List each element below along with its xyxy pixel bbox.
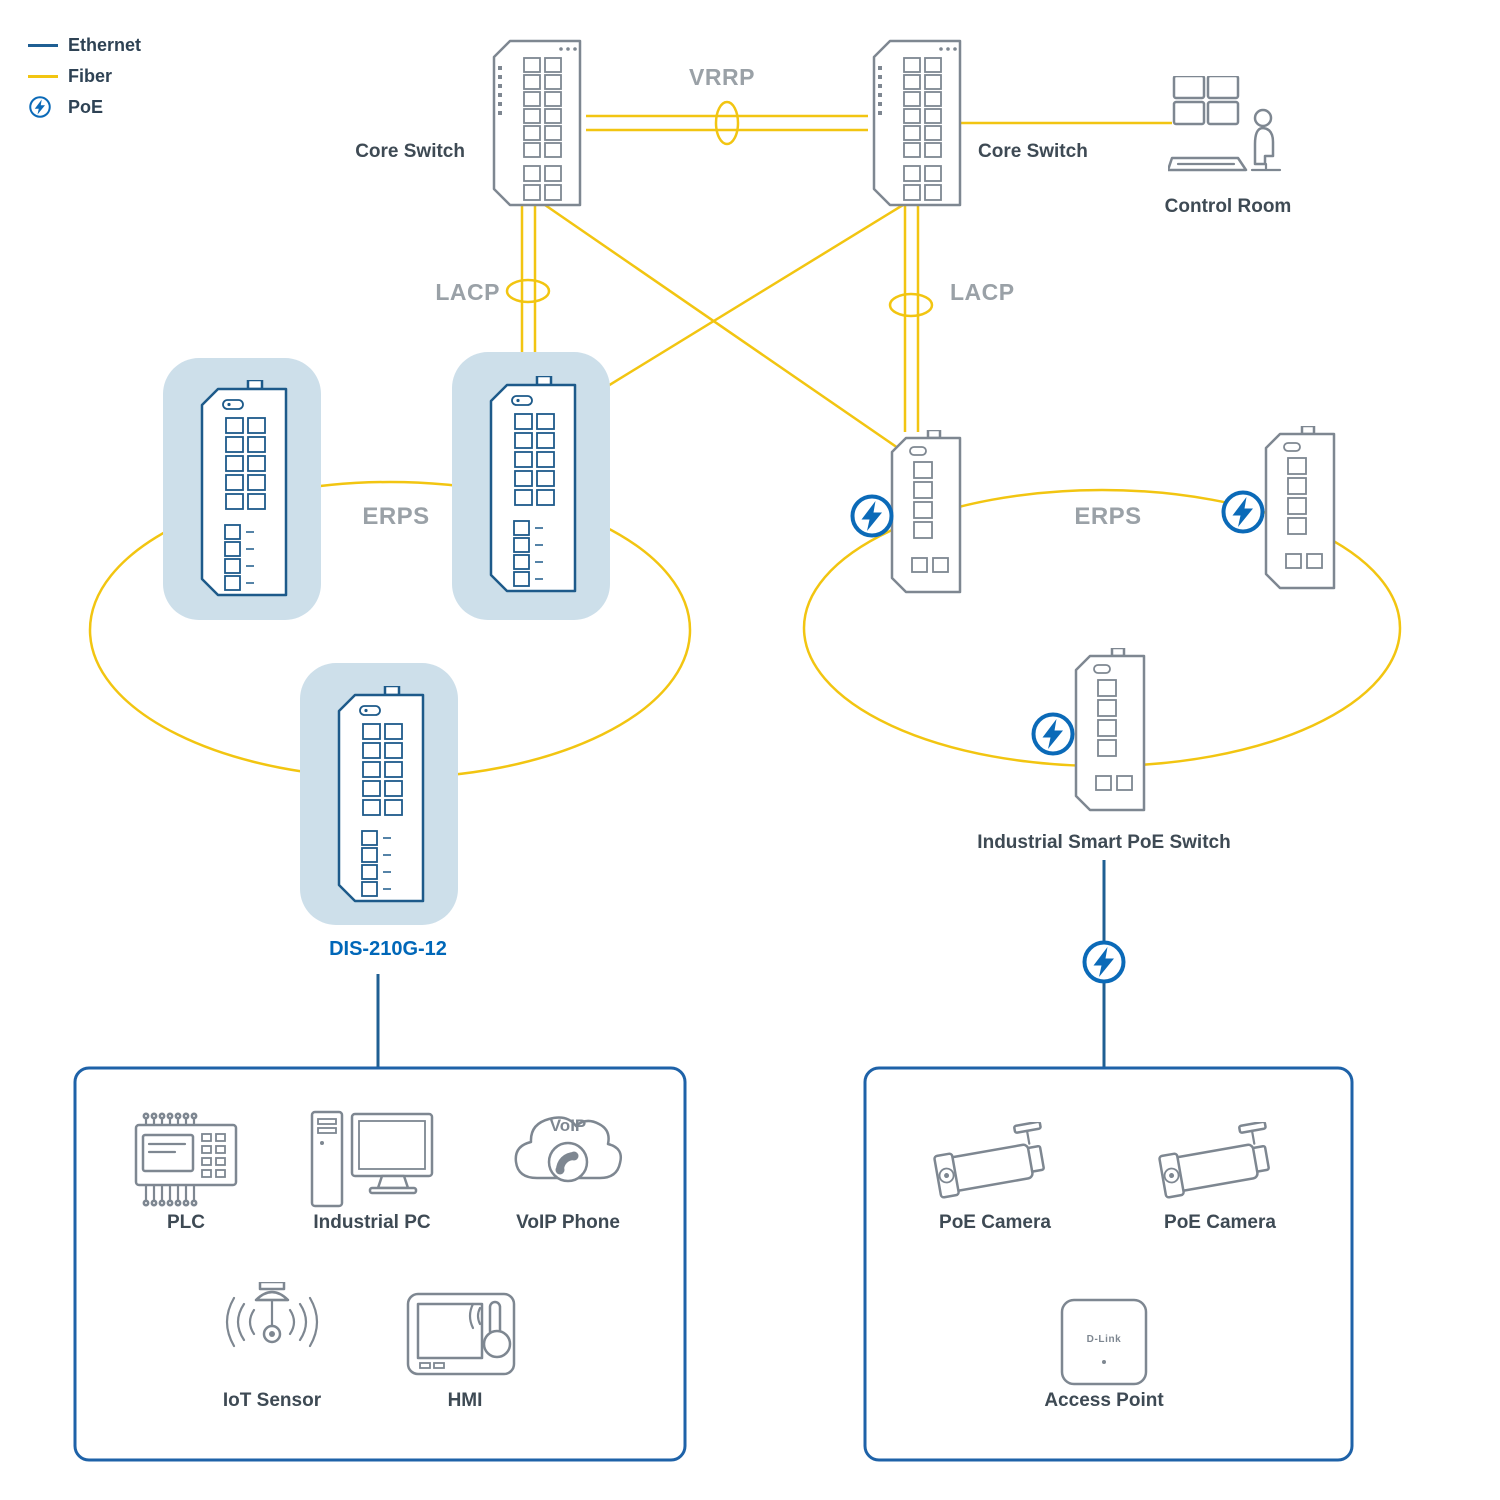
poe-bolt-icon-3 <box>1031 712 1075 756</box>
legend-ethernet-label: Ethernet <box>68 34 142 55</box>
dis-switch-label: DIS-210G-12 <box>329 938 447 960</box>
poe-switch-label: Industrial Smart PoE Switch <box>977 832 1231 853</box>
poe-switch-icon-3 <box>1074 648 1146 812</box>
core-switch-left-icon <box>492 39 582 207</box>
plc-label: PLC <box>167 1212 205 1233</box>
poe-camera-2-label: PoE Camera <box>1164 1212 1276 1233</box>
core-switch-right-icon <box>872 39 962 207</box>
fiber-cross-link-left-to-right <box>544 203 899 450</box>
poe-bolt-icon-1 <box>850 494 894 538</box>
poe-camera-1-label: PoE Camera <box>939 1212 1051 1233</box>
industrial-pc-icon <box>310 1110 434 1208</box>
legend: Ethernet Fiber PoE <box>28 34 141 118</box>
poe-switch-icon-2 <box>1264 426 1336 590</box>
dis-switch-icon-2 <box>489 376 577 593</box>
control-room-icon <box>1168 76 1282 172</box>
legend-fiber-label: Fiber <box>68 65 113 86</box>
voip-phone-label: VoIP Phone <box>516 1212 620 1233</box>
voip-cloud-text: VoIP <box>549 1116 587 1135</box>
lacp-left-label: LACP <box>435 279 500 305</box>
poe-bolt-icon-legend <box>28 95 58 119</box>
lacp-right-label: LACP <box>950 279 1015 305</box>
fiber-cross-link-right-to-left <box>597 203 904 394</box>
access-point-brand: D-Link <box>1086 1334 1122 1345</box>
dis-switch-icon-3 <box>337 686 425 903</box>
hmi-icon <box>406 1292 516 1376</box>
iot-sensor-label: IoT Sensor <box>222 1390 322 1411</box>
poe-bolt-icon-link <box>1082 940 1126 984</box>
fiber-link-lacp-right <box>888 205 934 432</box>
ethernet-line-swatch <box>28 43 58 47</box>
dis-switch-icon-1 <box>200 380 288 597</box>
core-switch-left-label: Core Switch <box>355 141 465 162</box>
legend-item-fiber: Fiber <box>28 65 141 87</box>
core-switch-right-label: Core Switch <box>978 141 1088 162</box>
legend-poe-label: PoE <box>68 96 104 117</box>
hmi-label: HMI <box>447 1390 483 1411</box>
erps-left-label: ERPS <box>362 503 430 530</box>
poe-bolt-icon-2 <box>1221 490 1265 534</box>
industrial-pc-label: Industrial PC <box>313 1212 431 1233</box>
vrrp-label: VRRP <box>689 64 755 90</box>
access-point-label: Access Point <box>1044 1390 1164 1411</box>
legend-item-ethernet: Ethernet <box>28 34 141 56</box>
poe-switch-icon-1 <box>890 430 962 594</box>
erps-right-label: ERPS <box>1074 503 1142 530</box>
fiber-link-vrrp <box>586 100 868 146</box>
control-room-label: Control Room <box>1164 196 1292 217</box>
fiber-link-lacp-left <box>505 205 551 362</box>
legend-item-poe: PoE <box>28 96 141 118</box>
fiber-line-swatch <box>28 74 58 78</box>
